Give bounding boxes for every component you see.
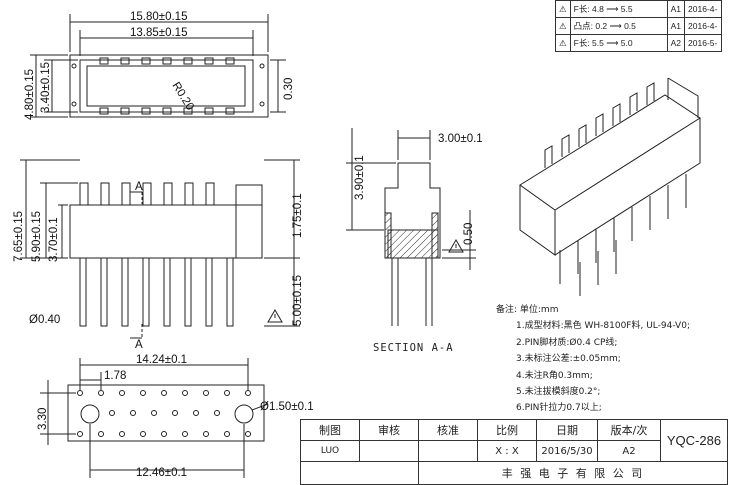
isometric-lower-pins [559,174,687,296]
revision-table: ⚠ F长: 4.8 ⟶ 5.5 A1 2016-4- ⚠ 凸点: 0.2 ⟶ 0… [555,0,723,52]
isometric-view [519,77,701,296]
drawn-by: LUO [300,440,360,462]
logo-cell [300,461,419,485]
bottom-left-hole [80,404,100,424]
bottom-outline [67,384,265,442]
revision-version: A2 [666,34,686,52]
scale-value: X : X [477,440,537,462]
front-body [69,204,263,259]
section-label: SECTION A-A [373,342,454,354]
top-height-dim: 4.80±0.15 [24,69,36,120]
revision-row: ⚠ F长: 5.5 ⟶ 5.0 A2 2016-5- [555,34,723,52]
version-value: A2 [597,440,661,462]
warning-triangle-icon: ⚠ [555,0,571,18]
warning-triangle-icon [267,309,283,323]
title-header-approve: 核准 [418,419,478,441]
front-total-dim: 7.65±0.15 [13,211,25,262]
warning-triangle-icon: ⚠ [555,17,571,35]
review-cell [359,440,419,462]
top-view-outline [69,54,269,118]
revision-version: A1 [666,0,686,18]
revision-row: ⚠ F长: 4.8 ⟶ 5.5 A1 2016-4- [555,0,723,18]
title-block: 制图 审核 核准 比例 日期 版本/次 YQC-286 LUO X : X 20… [300,419,728,485]
note-item: 4.未注R角0.3mm; [516,370,593,381]
bottom-view [40,358,269,478]
top-width-dim: 15.80±0.15 [130,11,187,23]
section-height-dim: 3.90±0.1 [354,155,366,200]
revision-date: 2016-4- [684,0,723,18]
revision-text: 凸点: 0.2 ⟶ 0.5 [569,17,668,35]
bottom-hole-dim: Ø1.50±0.1 [260,401,314,413]
part-number: YQC-286 [660,419,728,462]
bottom-inner-dim: 12.46±0.1 [136,467,187,479]
title-header-date: 日期 [536,419,598,441]
warning-triangle-icon [448,239,464,253]
front-upper-pins [79,182,215,206]
top-view [30,14,286,118]
top-slot-dim: 0.30 [283,78,295,100]
warning-triangle-icon: ⚠ [555,34,571,52]
revision-text: F长: 4.8 ⟶ 5.5 [569,0,668,18]
top-inner-height-dim: 3.40±0.15 [40,62,52,113]
front-view [20,159,300,339]
date-value: 2016/5/30 [536,440,598,462]
title-header-version: 版本/次 [597,419,661,441]
notes: 备注: 单位:mm 1.成型材料:黑色 WH-8100F料, UL-94-V0;… [496,302,690,417]
front-body-dim: 5.90±0.15 [31,211,43,262]
note-item: 5.未注拔模斜度0.2°; [516,387,601,398]
top-radius-dim: R0.20 [169,80,195,112]
section-view [346,128,476,326]
pin-diameter-dim: Ø0.40 [29,314,60,326]
section-width-dim: 3.00±0.1 [438,133,483,145]
front-base-dim: 3.70±0.1 [48,217,60,262]
revision-version: A1 [666,17,686,35]
top-inner-dim: 13.85±0.15 [130,27,187,39]
isometric-upper-pins [544,82,655,168]
front-right-dim: 1.75±0.1 [292,193,304,238]
bottom-pitch-dim: 1.78 [104,370,126,382]
revision-text: F长: 5.5 ⟶ 5.0 [569,34,668,52]
section-mark-top: A [135,181,143,193]
title-header-drawn: 制图 [300,419,360,441]
front-lower-pins [79,257,234,327]
front-pin-length-dim: 5.00±0.15 [292,275,304,326]
note-item: 3.未标注公差:±0.05mm; [516,354,621,365]
bottom-outer-dim: 14.24±0.1 [136,354,187,366]
note-item: 2.PIN脚材质:Ø0.4 CP线; [516,337,618,348]
section-hatch [387,229,439,259]
notes-heading: 备注: 单位:mm [496,305,559,315]
note-item: 6.PIN针拉力0.7以上; [516,403,602,414]
bottom-right-hole [234,404,254,424]
approve-cell [418,440,478,462]
title-header-scale: 比例 [477,419,537,441]
section-mark-bottom: A [135,339,143,351]
company-name: 丰 强 电 子 有 限 公 司 [418,461,728,485]
revision-date: 2016-5- [684,34,723,52]
note-item: 1.成型材料:黑色 WH-8100F料, UL-94-V0; [516,321,690,332]
top-view-pin-slots [99,57,235,115]
revision-row: ⚠ 凸点: 0.2 ⟶ 0.5 A1 2016-4- [555,17,723,35]
bottom-pin-holes [77,390,251,437]
bottom-height-dim: 3.30 [37,408,49,430]
title-header-review: 审核 [359,419,419,441]
section-step-dim: 0.50 [463,223,475,245]
revision-date: 2016-4- [684,17,723,35]
